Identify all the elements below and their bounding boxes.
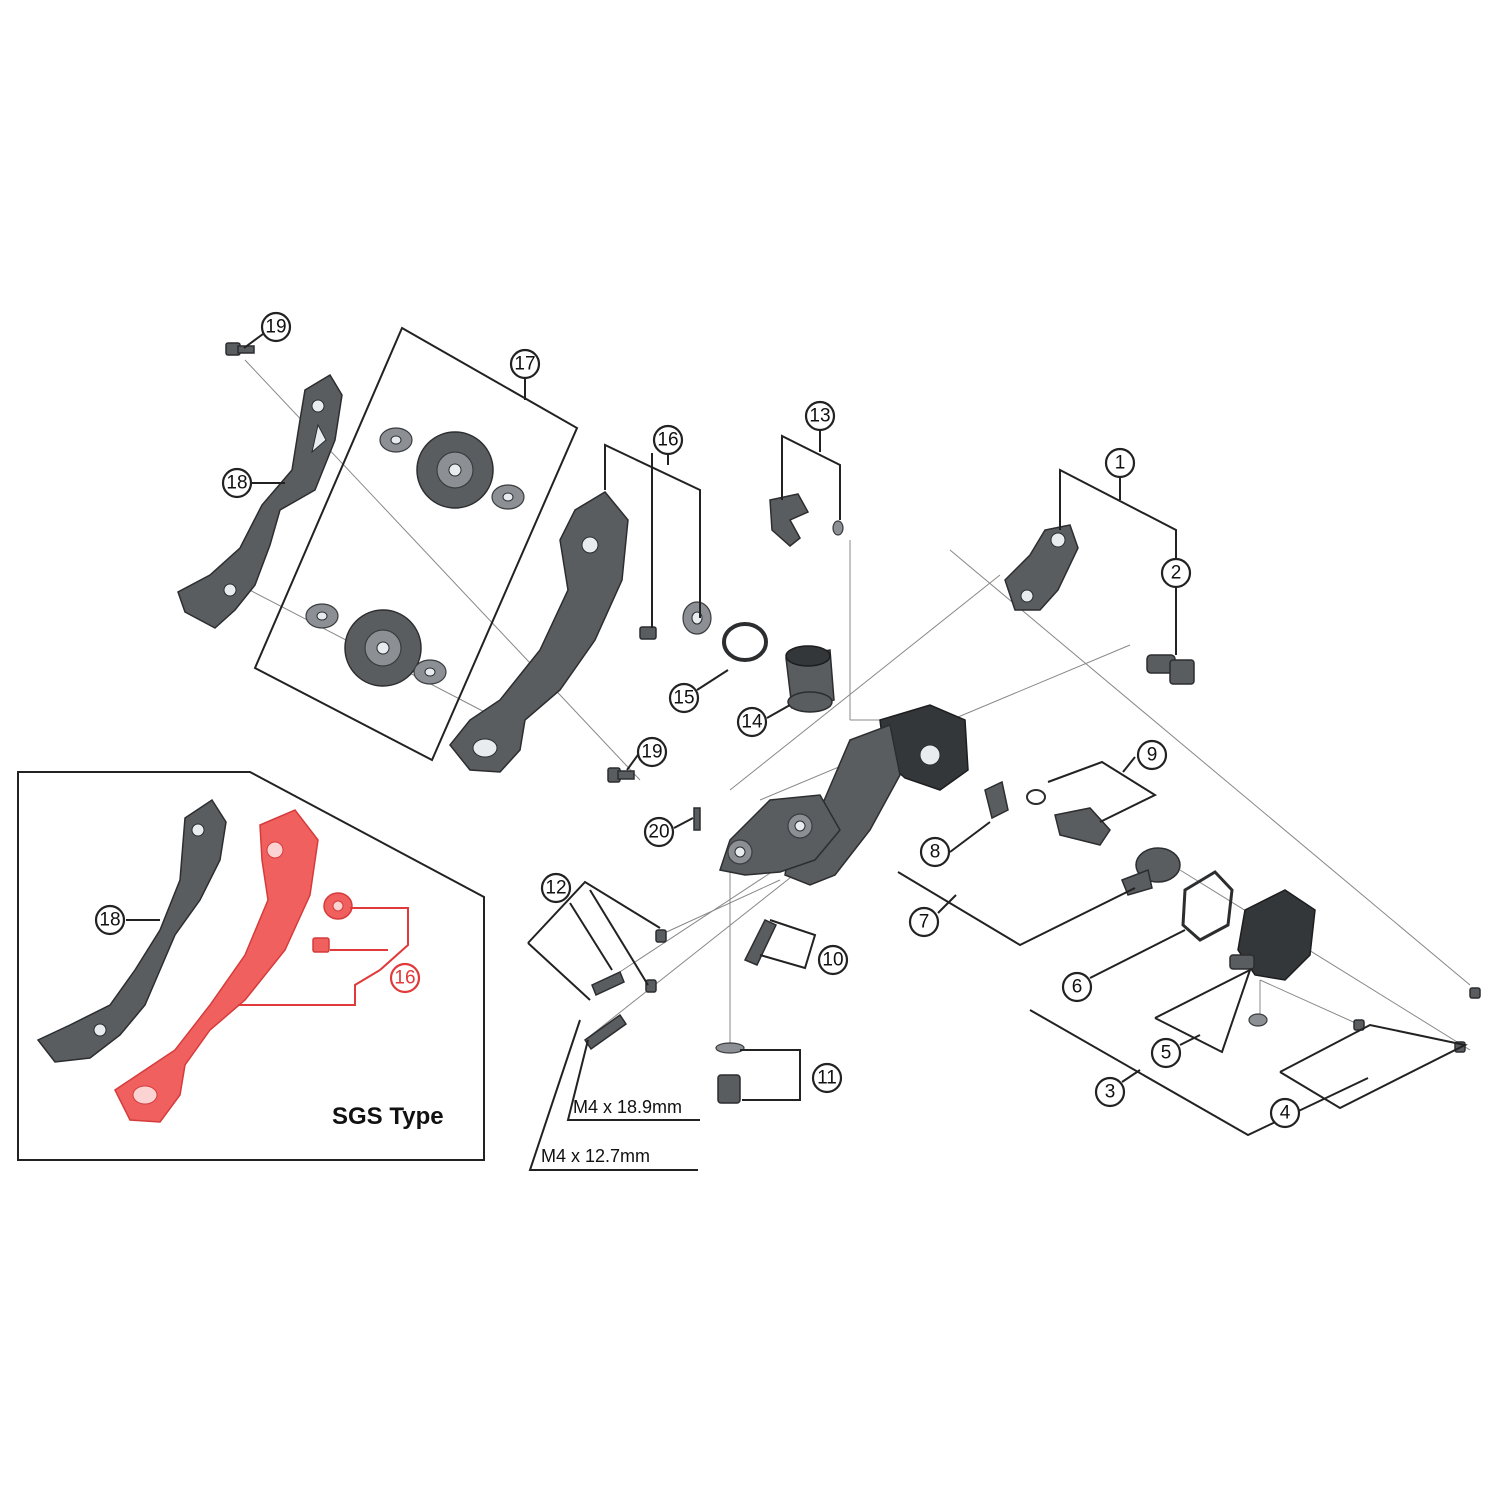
- callout-label: 12: [545, 878, 566, 899]
- clutch-parts-8-9: [984, 780, 1111, 846]
- inner-plate-16: [449, 491, 712, 773]
- callout-label: 19: [265, 317, 286, 338]
- callout-label: 14: [741, 712, 763, 733]
- cable-guide-13: [769, 493, 844, 547]
- callout-18: 18: [221, 467, 253, 499]
- cover-3: [1229, 889, 1316, 981]
- callout-19-top: 19: [260, 311, 292, 343]
- callout-6: 6: [1061, 971, 1093, 1003]
- callout-20: 20: [643, 816, 675, 848]
- clutch-unit-7: [1121, 847, 1181, 896]
- callout-label: 3: [1105, 1082, 1116, 1103]
- pulley-set-17: [305, 427, 525, 687]
- callout-label: 15: [673, 688, 694, 709]
- callout-label: 4: [1280, 1103, 1291, 1124]
- callout-16-inset: 16: [389, 962, 421, 994]
- leader-lines: [243, 326, 1468, 1171]
- callout-5: 5: [1150, 1037, 1182, 1069]
- callout-label: 6: [1072, 977, 1083, 998]
- callout-4: 4: [1269, 1097, 1301, 1129]
- cover-screws-4-5: [1248, 987, 1481, 1053]
- main-body: [719, 704, 969, 886]
- callout-17: 17: [509, 348, 541, 380]
- inset-title: SGS Type: [332, 1103, 444, 1130]
- callout-19-lower: 19: [636, 736, 668, 768]
- callout-8: 8: [919, 836, 951, 868]
- callout-16: 16: [652, 424, 684, 456]
- sgs-type-inset: [17, 771, 485, 1161]
- callout-label: 1: [1115, 453, 1126, 474]
- callout-11: 11: [811, 1062, 843, 1094]
- callout-label: 16: [657, 430, 678, 451]
- callout-label: 10: [822, 950, 843, 971]
- callout-10: 10: [817, 944, 849, 976]
- callout-label: 13: [809, 406, 830, 427]
- callout-2: 2: [1160, 557, 1192, 589]
- callout-7: 7: [908, 906, 940, 938]
- callout-12: 12: [540, 872, 572, 904]
- clutch-drum-14: [785, 645, 835, 713]
- bolt-10: [743, 919, 778, 966]
- callout-15: 15: [668, 682, 700, 714]
- callout-13: 13: [804, 400, 836, 432]
- callout-label: 16: [394, 968, 415, 989]
- pin-20: [693, 807, 701, 831]
- inset-inner-plate-16: [114, 809, 319, 1123]
- callout-label: 18: [99, 910, 120, 931]
- callout-label: 18: [226, 473, 247, 494]
- callout-label: 8: [930, 842, 941, 863]
- callout-label: 20: [648, 822, 669, 843]
- dimension-label-short: M4 x 12.7mm: [541, 1146, 650, 1166]
- callout-1: 1: [1104, 447, 1136, 479]
- callout-14: 14: [736, 706, 768, 738]
- dimension-label-long: M4 x 18.9mm: [573, 1097, 682, 1117]
- callout-label: 2: [1171, 563, 1182, 584]
- callout-label: 5: [1161, 1043, 1172, 1064]
- pins-12: [583, 929, 667, 1051]
- callout-label: 17: [514, 354, 535, 375]
- callout-label: 7: [919, 912, 930, 933]
- callout-label: 11: [817, 1068, 837, 1089]
- callout-3: 3: [1094, 1076, 1126, 1108]
- bolt-2: [1146, 654, 1195, 685]
- inset-outer-plate-18: [36, 798, 227, 1063]
- callout-label: 19: [641, 742, 662, 763]
- spring-ring-15: [722, 622, 768, 662]
- callout-9: 9: [1136, 739, 1168, 771]
- bolt-11: [715, 1042, 745, 1104]
- bolt-19-lower: [607, 767, 635, 783]
- callout-label: 9: [1147, 745, 1158, 766]
- callout-18-inset: 18: [94, 904, 126, 936]
- gasket-6: [1181, 870, 1234, 942]
- outer-plate-18: [177, 373, 343, 629]
- mount-bracket-1: [1004, 524, 1079, 611]
